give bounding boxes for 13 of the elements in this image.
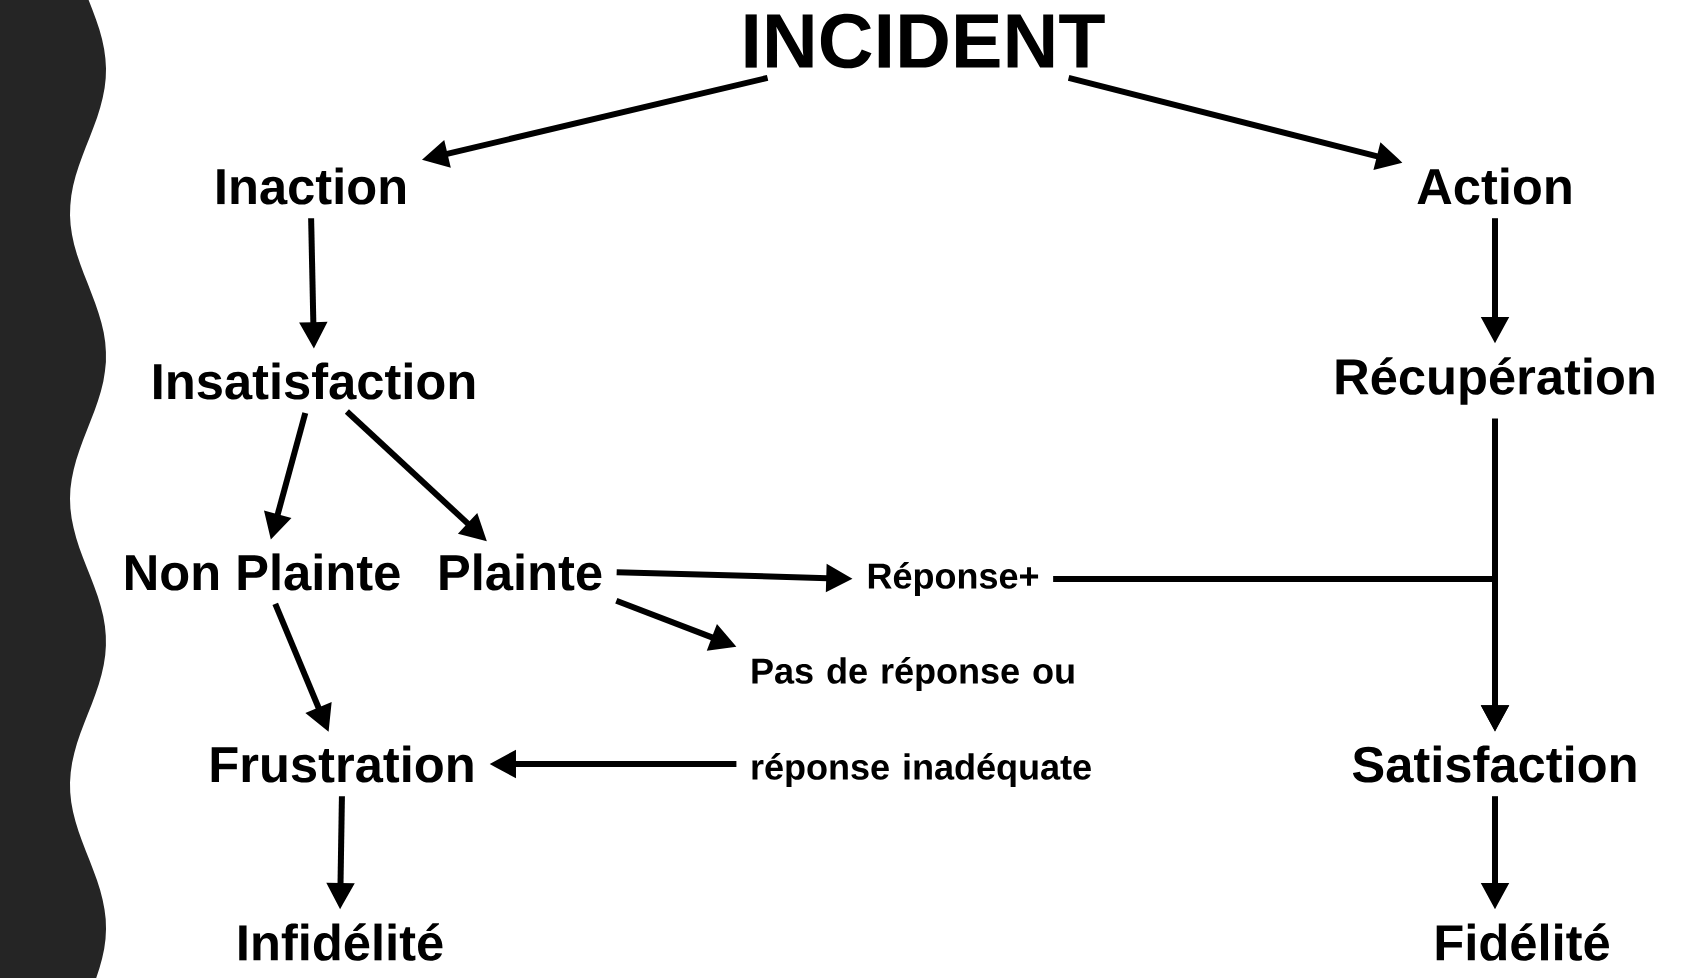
node-label: Fidélité bbox=[1436, 923, 1609, 961]
node-label: Inaction bbox=[217, 167, 405, 205]
node-label: Pas de réponse ou réponse inadéquate bbox=[752, 657, 1091, 787]
node-label: INCIDENT bbox=[745, 13, 1105, 69]
node-label: Infidélité bbox=[239, 923, 443, 961]
node-label: Satisfaction bbox=[1352, 745, 1636, 783]
node-label: Insatisfaction bbox=[154, 362, 475, 400]
node-label: Réponse+ bbox=[868, 562, 1039, 596]
node-label: Récupération bbox=[1336, 357, 1654, 405]
node-label: Frustration bbox=[211, 745, 473, 783]
node-label: Plainte bbox=[440, 553, 602, 591]
node-label: Non Plainte bbox=[126, 553, 400, 591]
node-label: Action bbox=[1417, 167, 1571, 205]
